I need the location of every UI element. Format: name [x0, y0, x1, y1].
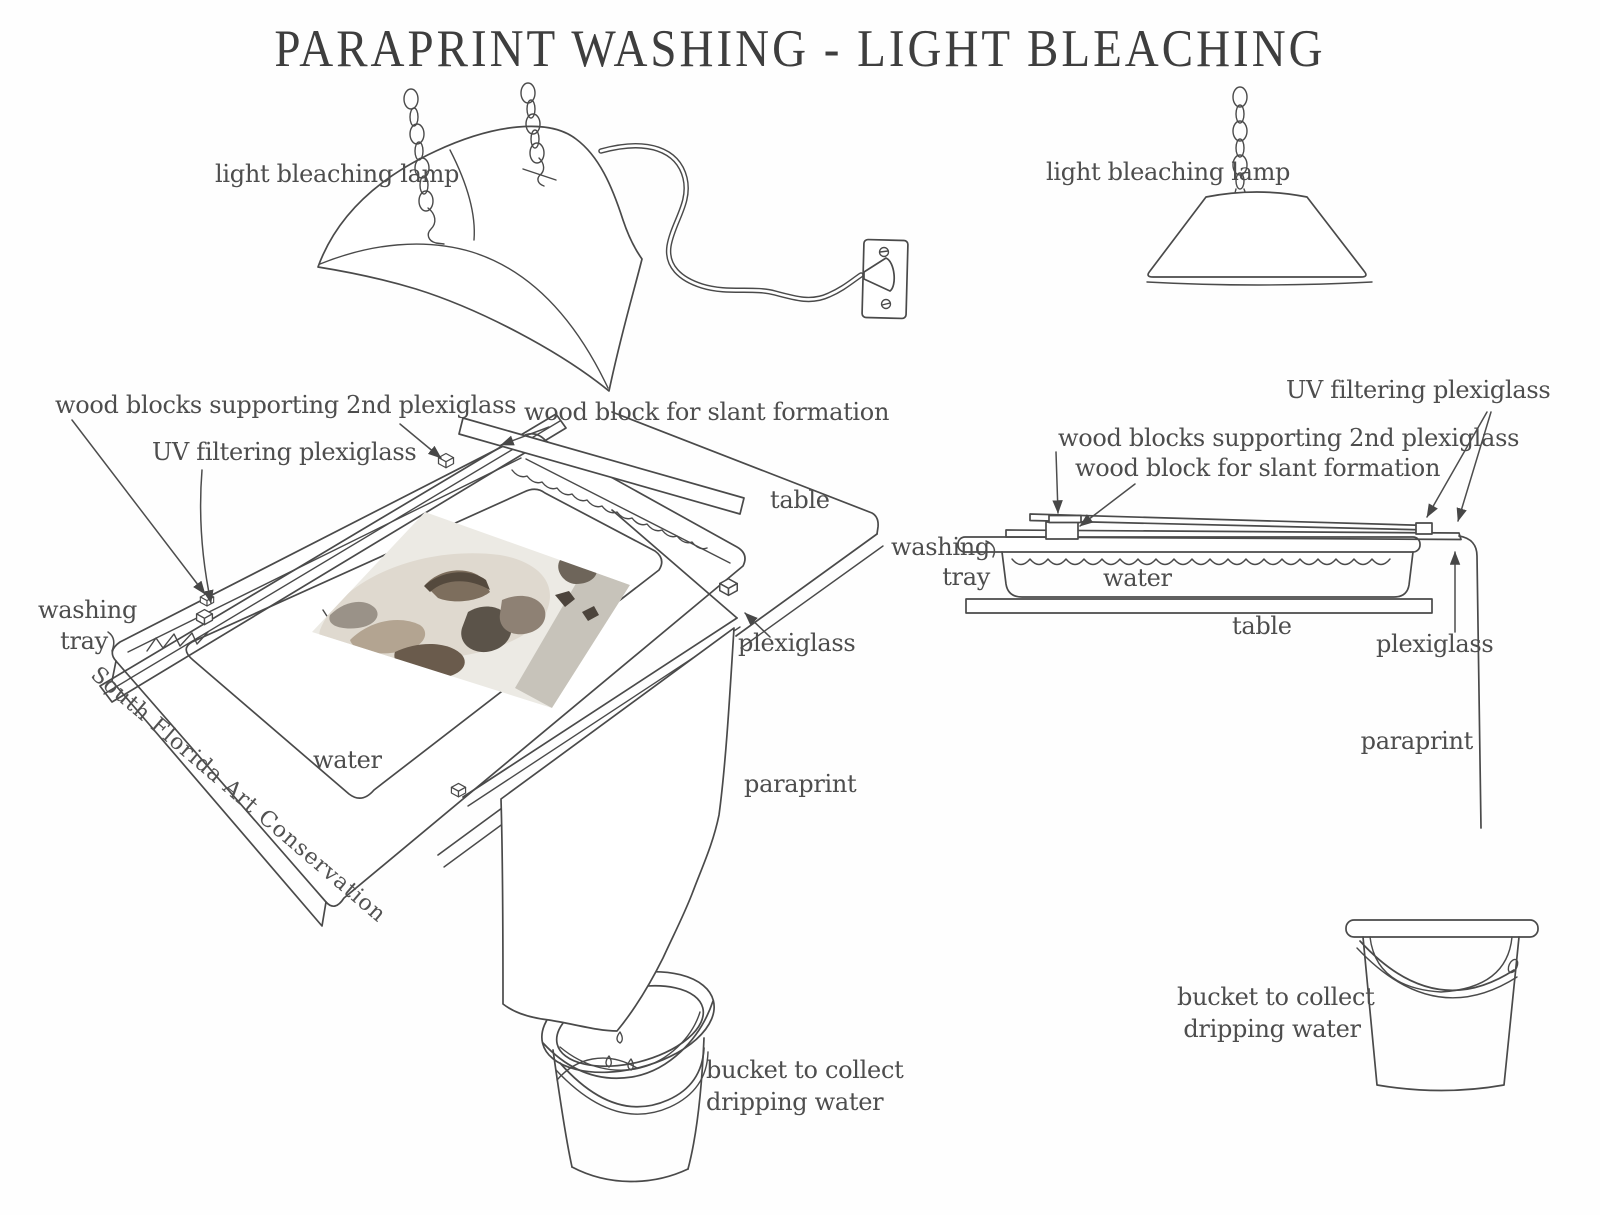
water-drop [616, 1031, 623, 1044]
label-water-side: water [1103, 564, 1172, 592]
uv-plexiglass-slanted-side [1029, 513, 1433, 535]
water-drop [627, 1058, 634, 1071]
bucket-perspective-front [542, 1000, 714, 1183]
label-bucket-side-line1: bucket to collect [1177, 983, 1375, 1011]
paraprint-sheet-perspective [500, 627, 735, 1032]
light-bleaching-lamp-perspective [317, 125, 643, 392]
label-bucket-side-line2: dripping water [1183, 1015, 1361, 1043]
label-washing-tray-side: washing tray [880, 532, 990, 592]
uv-filtering-plexiglass-sheet [99, 413, 567, 703]
page-title: PARAPRINT WASHING - LIGHT BLEACHING [274, 19, 1326, 79]
label-slant-block-side: wood block for slant formation [1075, 454, 1441, 482]
power-cord [598, 143, 864, 303]
label-bucket-line2: dripping water [706, 1088, 884, 1116]
label-plexiglass-perspective: plexiglass [738, 629, 856, 657]
label-uv-plexiglass-perspective: UV filtering plexiglass [152, 438, 417, 466]
label-wood-blocks-side: wood blocks supporting 2nd plexiglass [1058, 424, 1520, 452]
bucket-side [1345, 919, 1539, 1092]
label-washing-tray-perspective: washing tray [38, 595, 137, 657]
label-washing-side-line2: tray [942, 563, 990, 591]
label-washing-line1: washing [38, 596, 138, 624]
leader-lines-side [985, 411, 1492, 633]
leader-lines-perspective [71, 419, 771, 652]
slant-formation-wood-block [458, 417, 745, 515]
label-washing-side-line1: washing [890, 533, 990, 561]
table-side [965, 598, 1433, 614]
label-slant-block-perspective: wood block for slant formation [524, 398, 890, 426]
label-washing-line2: tray [60, 627, 108, 655]
label-paraprint-perspective: paraprint [744, 770, 857, 798]
washing-tray-side [957, 536, 1421, 598]
plexiglass-flat-side [1005, 529, 1462, 541]
wood-block-cube [437, 452, 455, 469]
lamp-chains [403, 82, 557, 245]
water-drop [605, 1055, 612, 1068]
label-water-perspective: water [313, 746, 382, 774]
label-lamp-side: light bleaching lamp [1046, 158, 1291, 186]
label-table-side: table [1232, 612, 1292, 640]
light-bleaching-lamp-side [1146, 86, 1373, 286]
label-bucket-perspective: bucket to collect dripping water [706, 1054, 904, 1118]
label-table-perspective: table [770, 486, 830, 514]
wall-outlet [861, 238, 909, 320]
label-lamp-perspective: light bleaching lamp [215, 160, 460, 188]
label-plexiglass-side: plexiglass [1376, 630, 1494, 658]
label-bucket-side: bucket to collect dripping water [1177, 981, 1375, 1045]
plug [863, 257, 896, 292]
label-bucket-line1: bucket to collect [706, 1056, 904, 1084]
end-wood-block [1415, 522, 1433, 535]
label-wood-blocks-perspective: wood blocks supporting 2nd plexiglass [55, 391, 517, 419]
label-uv-plexiglass-side: UV filtering plexiglass [1286, 376, 1551, 404]
paraprint-side [1458, 535, 1482, 829]
wood-blocks-side [1045, 514, 1082, 540]
label-paraprint-side: paraprint [1360, 727, 1474, 755]
